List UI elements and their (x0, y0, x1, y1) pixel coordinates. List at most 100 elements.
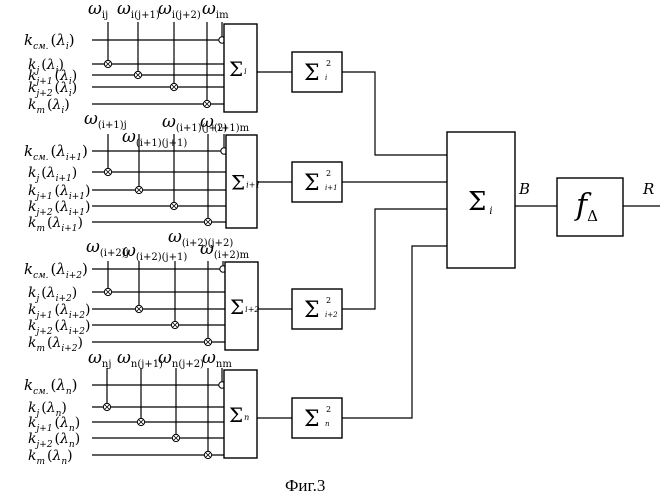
weight-label-base: ω (158, 348, 172, 368)
weight-label: ωi(j+2) (158, 0, 201, 21)
weight-label-sub: (i+2)(j+1) (136, 252, 187, 263)
weight-label: ωij (88, 0, 108, 21)
input-label-arg: λ (52, 97, 62, 113)
input-label-close: ) (85, 318, 90, 334)
input-label-arg: λ (59, 431, 69, 447)
input-label-sub: j+1 (34, 424, 52, 434)
input-label-base: k (28, 448, 36, 464)
input-label-sub: j+1 (34, 311, 52, 321)
input-label: kj(λi+1) (28, 165, 77, 184)
sum-symbol-main: Σ (229, 403, 243, 427)
input-label-sub: см. (33, 42, 49, 52)
input-label-close: ) (72, 80, 77, 96)
input-label-arg: λ (52, 215, 62, 231)
input-label-close: ) (61, 400, 66, 416)
neuron-block: kсм.(λi+2)kj(λi+2)kj+1(λi+2)kj+2(λi+2)km… (24, 209, 447, 354)
sum-symbol-sub: n (244, 413, 249, 422)
square-sum-sup: 2 (326, 169, 331, 178)
square-sum-symbol: Σ (304, 61, 320, 86)
weight-label-base: ω (162, 112, 176, 132)
input-label-arg: λ (59, 415, 69, 431)
input-label-argsub: i+2 (61, 344, 77, 354)
square-sum-sup: 2 (326, 59, 331, 68)
input-label: km(λi) (28, 97, 70, 116)
input-label-arg: λ (55, 142, 66, 160)
weight-label-base: ω (158, 0, 172, 19)
input-label-close: ) (82, 142, 88, 160)
input-label-close: ) (72, 376, 78, 394)
input-label-base: k (28, 165, 36, 181)
input-label-base: k (28, 199, 36, 215)
square-sum-sup: 2 (326, 405, 331, 414)
weight-label-base: ω (122, 127, 136, 147)
input-label-close: ) (72, 285, 77, 301)
input-label-argsub: i+1 (66, 153, 82, 163)
input-label-arg: λ (52, 335, 62, 351)
wire-square-to-total (342, 72, 447, 155)
input-label-arg: λ (55, 376, 66, 394)
square-sum-main: Σ (304, 61, 320, 86)
square-sum-symbol: Σ (304, 298, 320, 323)
input-label-base: k (24, 31, 33, 49)
input-label: km(λn) (28, 448, 73, 467)
input-label-sub: j+1 (34, 77, 52, 87)
weight-label-sub: im (216, 10, 229, 21)
square-sum-main: Σ (304, 171, 320, 196)
input-label-close: ) (75, 415, 80, 431)
weight-label-base: ω (117, 348, 131, 368)
figure-caption: Фиг.3 (285, 476, 325, 495)
weight-label-sub: (i+1)m (214, 123, 250, 134)
input-label-sub: m (36, 457, 45, 467)
weight-label-base: ω (168, 227, 182, 247)
weight-label-sub: n(j+2) (172, 359, 204, 370)
func-subscript: Δ (587, 207, 598, 225)
output-stage: Σi B fΔ R (447, 132, 660, 268)
input-label-argsub: i+2 (66, 271, 82, 281)
input-label-arg: λ (59, 199, 69, 215)
weight-label-sub: ij (102, 10, 108, 21)
sum-symbol-sub: i (244, 67, 247, 76)
input-label-base: k (24, 376, 33, 394)
input-label-arg: λ (52, 448, 62, 464)
sum-symbol-main: Σ (229, 57, 243, 81)
input-label-close: ) (64, 97, 69, 113)
input-label-close: ) (78, 215, 83, 231)
input-label-close: ) (69, 31, 75, 49)
input-label-base: k (28, 80, 36, 96)
input-label-base: k (24, 142, 33, 160)
total-sum-subscript: i (489, 206, 492, 217)
input-label-base: k (28, 285, 36, 301)
wire-square-to-total (342, 246, 447, 418)
input-label-arg: λ (46, 165, 56, 181)
signal-b-label: B (518, 180, 530, 198)
weight-label-base: ω (122, 241, 136, 261)
input-label: kсм.(λi+1) (24, 142, 88, 163)
weight-label: ωi(j+1) (117, 0, 160, 21)
weight-label-sub: i(j+1) (131, 10, 160, 21)
input-label-arg: λ (55, 31, 66, 49)
wire-square-to-total (342, 209, 447, 309)
neuron-block: kсм.(λi+1)kj(λi+1)kj+1(λi+1)kj+2(λi+1)km… (24, 109, 447, 234)
weight-label-sub: i(j+2) (172, 10, 201, 21)
weight-label-base: ω (117, 0, 131, 19)
input-label: kсм.(λi+2) (24, 260, 88, 281)
weight-label-base: ω (84, 109, 98, 129)
input-label-sub: см. (33, 271, 49, 281)
input-label-base: k (28, 318, 36, 334)
input-label-sub: m (36, 106, 45, 116)
input-label-close: ) (78, 335, 83, 351)
sum-symbol-main: Σ (231, 171, 245, 195)
input-label-base: k (28, 400, 36, 416)
input-label-sub: m (36, 344, 45, 354)
input-label-sub: m (36, 224, 45, 234)
input-label-base: k (28, 415, 36, 431)
weight-label: ωnm (202, 348, 232, 370)
weight-label-sub: nj (102, 359, 112, 370)
weight-label-sub: (i+1)(j+1) (136, 138, 187, 149)
weight-label-base: ω (86, 237, 100, 257)
input-label-close: ) (85, 199, 90, 215)
signal-r-label: R (642, 180, 654, 198)
weight-label: ωnj (88, 348, 111, 370)
weight-label: ωim (202, 0, 229, 21)
